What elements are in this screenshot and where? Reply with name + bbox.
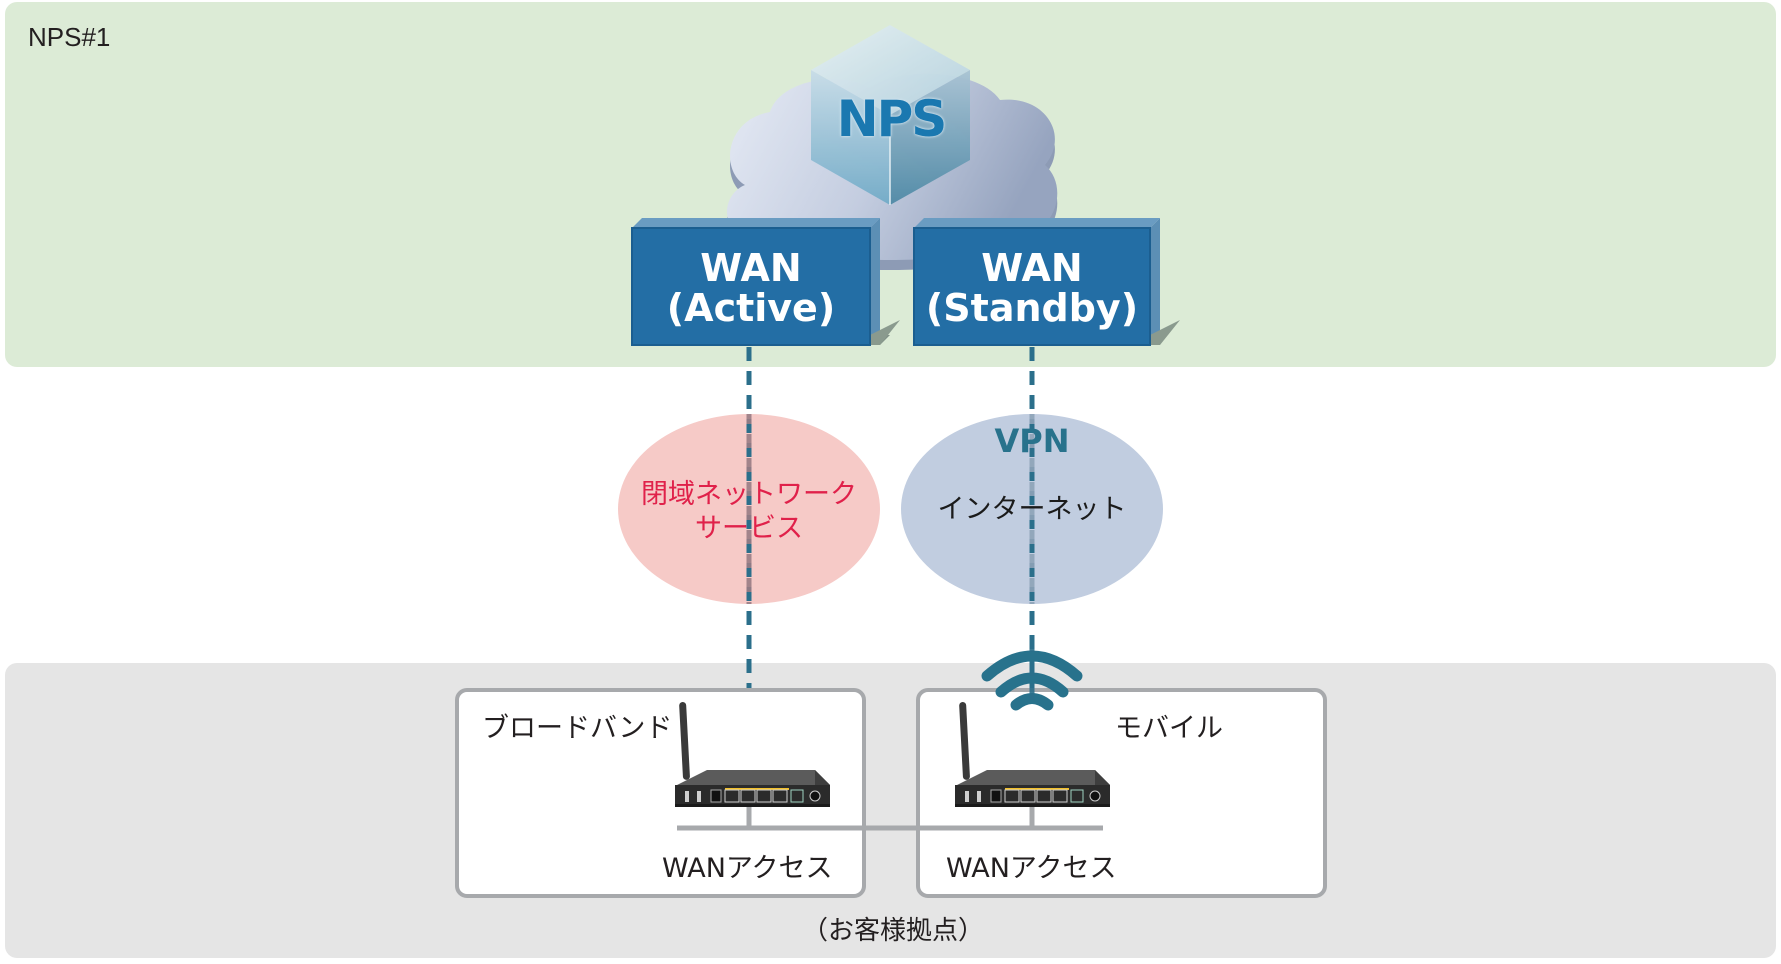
wan-active-node [631,218,900,346]
wan-standby-node [913,218,1180,346]
closed-network-label-line1: 閉域ネットワーク [641,479,857,510]
vpn-badge: VPN [994,422,1070,460]
site-mobile-type: モバイル [1115,713,1223,744]
internet-label: インターネット [937,494,1127,525]
wan-standby-subtitle: (Standby) [925,286,1139,330]
wan-standby-title: WAN [981,246,1083,290]
nps-cube-icon [811,25,970,205]
closed-network-label: 閉域ネットワーク サービス [619,478,879,546]
customer-zone-panel [5,663,1776,958]
site-mobile-access: WANアクセス [946,853,1117,884]
wan-active-title: WAN [700,246,802,290]
nps-zone-label: NPS#1 [28,22,111,52]
customer-zone-caption: （お客様拠点） [801,916,984,946]
site-broadband-type: ブロードバンド [482,713,673,744]
site-broadband-access: WANアクセス [662,853,833,884]
wan-active-subtitle: (Active) [666,286,836,330]
wan-standby-label: WAN (Standby) [914,248,1150,328]
router-icon [955,702,1110,807]
wan-active-label: WAN (Active) [632,248,870,328]
router-icon [675,702,830,807]
nps-logo: NPS [836,90,948,148]
closed-network-label-line2: サービス [695,513,803,544]
